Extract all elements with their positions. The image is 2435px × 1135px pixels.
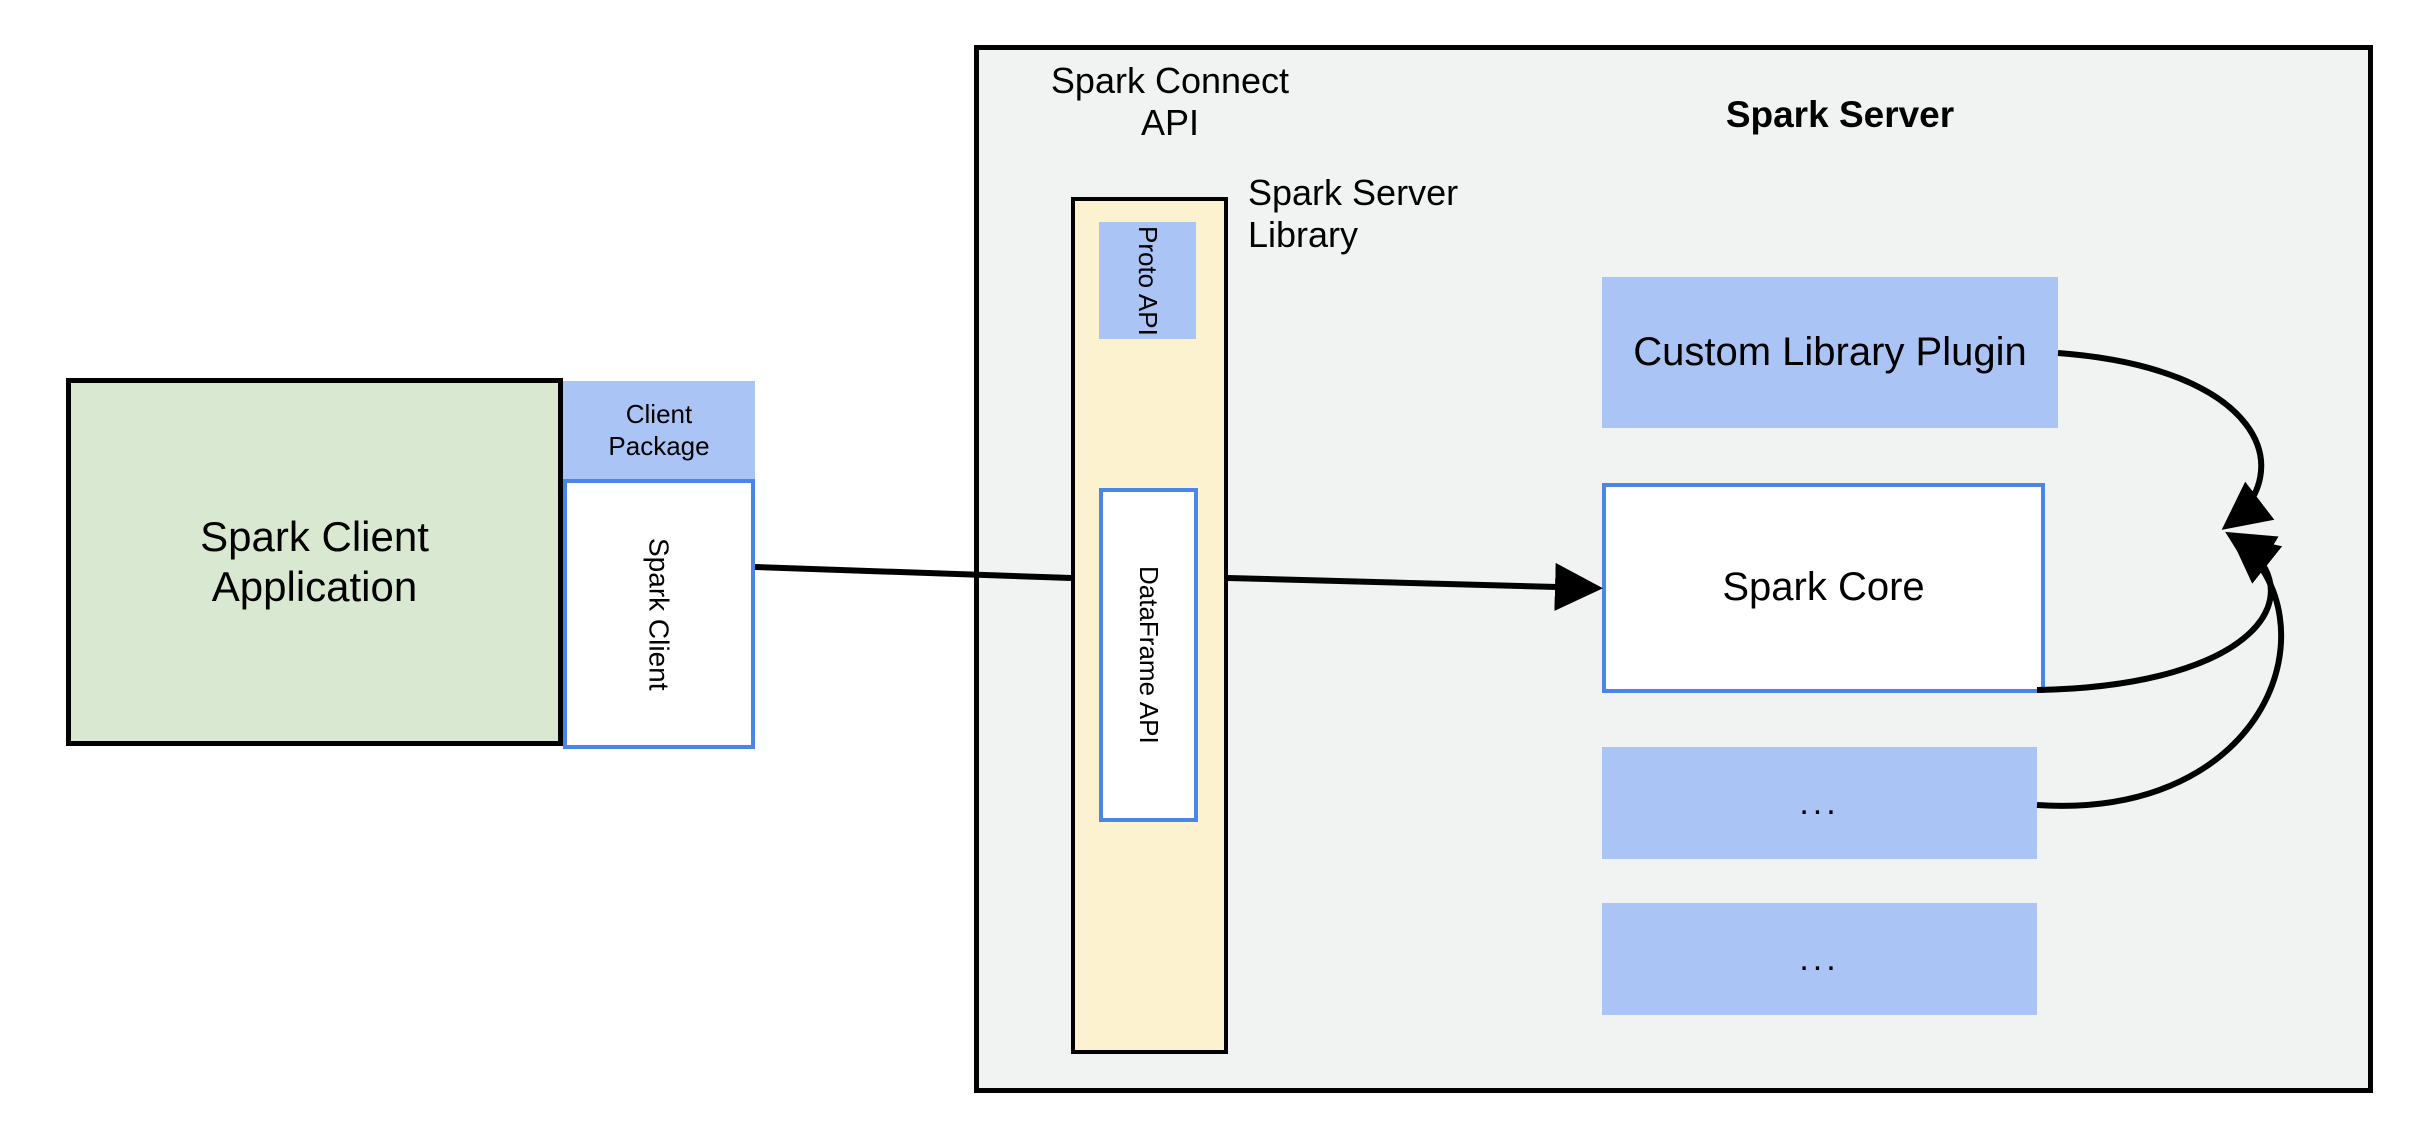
spark-client-box: Spark Client <box>563 479 755 749</box>
spark-client-application-label-line2: Application <box>211 563 418 610</box>
spark-connect-api-label-line1: Spark Connect <box>1050 60 1290 101</box>
spark-server-library-label-line2: Library <box>1248 214 1359 256</box>
client-package-label-line2: Package <box>608 431 710 461</box>
spark-server-title: Spark Server <box>1725 94 1955 136</box>
spark-core-box: Spark Core <box>1602 483 2045 693</box>
ellipsis-box-2: ... <box>1602 903 2037 1015</box>
client-package-box: Client Package <box>563 381 755 479</box>
spark-server-library-label-line1: Spark Server <box>1248 172 1459 213</box>
dataframe-api-label: DataFrame API <box>1133 566 1164 744</box>
dataframe-api-box: DataFrame API <box>1099 488 1198 822</box>
ellipsis-box-1: ... <box>1602 747 2037 859</box>
proto-api-box: Proto API <box>1099 222 1196 339</box>
spark-client-application-label-line1: Spark Client <box>200 513 429 561</box>
spark-connect-api-label: Spark Connect API <box>1000 60 1340 156</box>
client-package-label-line1: Client <box>625 398 693 429</box>
spark-connect-api-label-line2: API <box>1140 102 1200 144</box>
spark-server-library-label: Spark Server Library <box>1248 172 1578 268</box>
custom-library-plugin-box: Custom Library Plugin <box>1602 277 2058 428</box>
proto-api-label: Proto API <box>1132 225 1163 336</box>
spark-client-label: Spark Client <box>643 537 675 691</box>
spark-client-application-box: Spark Client Application <box>66 378 563 746</box>
